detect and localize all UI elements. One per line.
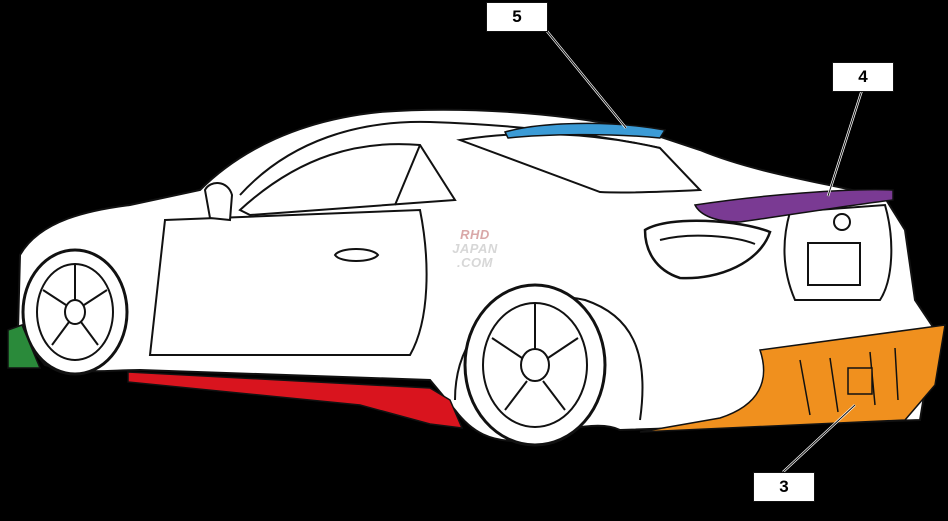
- watermark-logo: RHD JAPAN .COM: [440, 228, 510, 270]
- callout-label-3: 3: [753, 472, 815, 502]
- leader-line-5-inner: [545, 29, 627, 129]
- side-mirror: [203, 182, 234, 222]
- callout-label-4: 4: [832, 62, 894, 92]
- side-skirt-part: [127, 371, 464, 429]
- front-canard-part: [7, 324, 42, 369]
- car-body: [16, 108, 937, 442]
- watermark-line-3: .COM: [457, 255, 493, 270]
- door-handle: [333, 248, 380, 262]
- callout-label-5: 5: [486, 2, 548, 32]
- front-wheel: [21, 248, 129, 376]
- rear-wheel: [463, 283, 607, 447]
- diffuser-fins: [799, 347, 899, 416]
- fog-light: [847, 367, 873, 395]
- watermark-line-2: JAPAN: [452, 241, 498, 256]
- leader-line-4-inner: [827, 89, 863, 197]
- rear-diffuser-part: [639, 324, 946, 433]
- trunk-spoiler-part: [693, 188, 894, 223]
- watermark-line-1: RHD: [460, 227, 490, 242]
- door-outline: [148, 208, 428, 356]
- emblem: [833, 213, 851, 231]
- license-plate: [807, 242, 861, 286]
- leader-line-3-inner: [782, 404, 856, 473]
- window-divider: [394, 144, 421, 206]
- taillight: [643, 219, 772, 280]
